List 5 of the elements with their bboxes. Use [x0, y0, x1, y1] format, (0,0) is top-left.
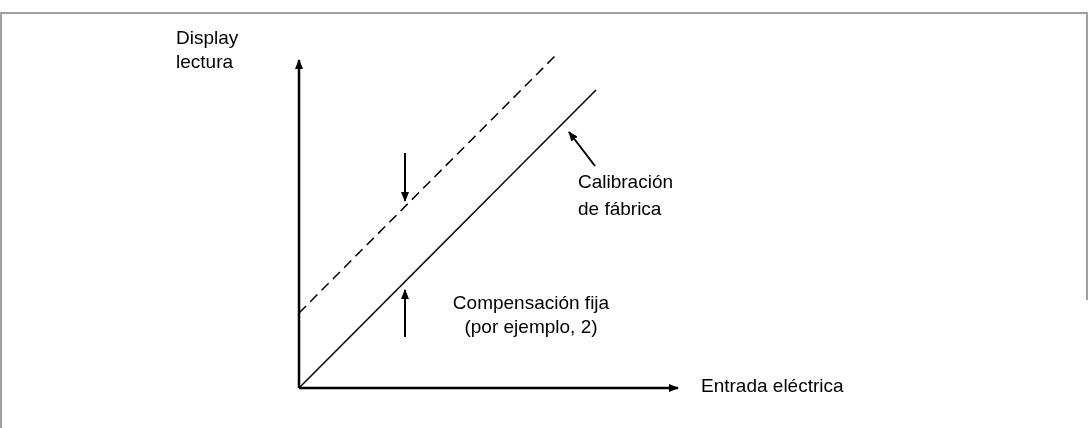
offset-label: Compensación fija (por ejemplo, 2) — [451, 291, 611, 339]
leader-line — [568, 131, 596, 167]
callout-text: Calibración de fábrica — [578, 170, 675, 221]
x-axis-label: Entrada eléctrica — [701, 374, 845, 398]
y-axis-label: Display lectura — [176, 26, 240, 74]
